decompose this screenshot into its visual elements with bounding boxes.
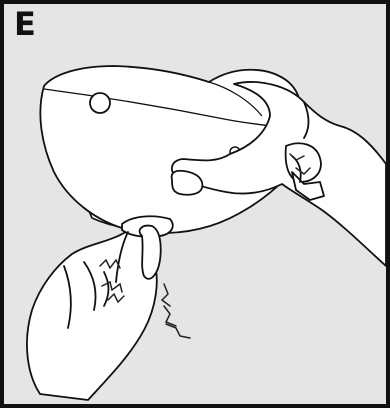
illustration bbox=[4, 4, 386, 404]
step-label: E bbox=[14, 6, 36, 42]
shell-dimple bbox=[90, 93, 110, 113]
